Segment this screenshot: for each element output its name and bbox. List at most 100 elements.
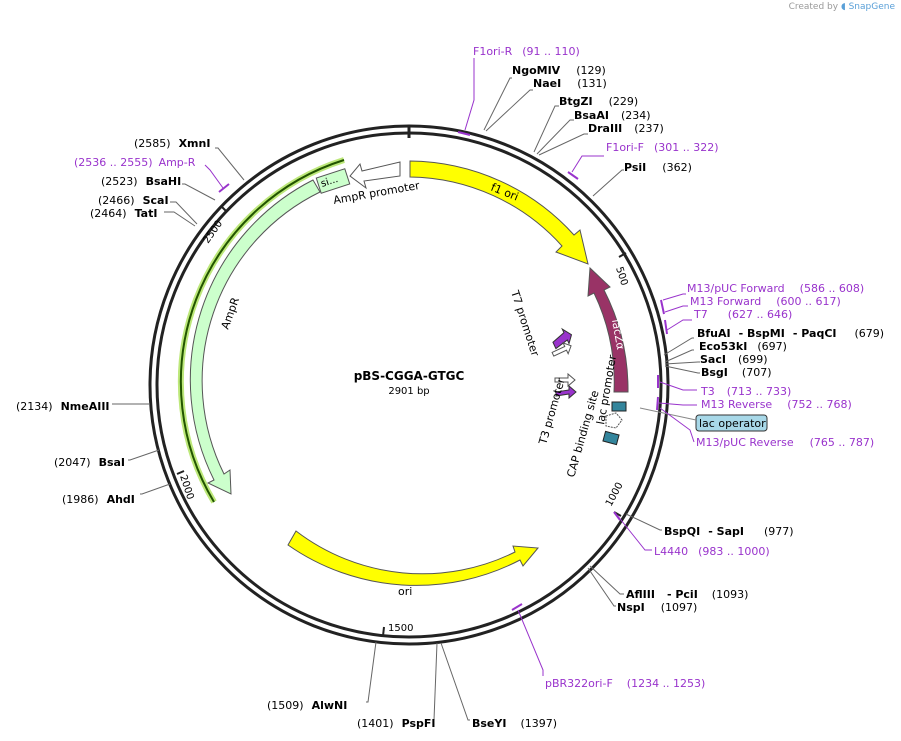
lac-promoter-small-arrow[interactable] — [605, 412, 623, 429]
leader-draiii — [538, 133, 588, 156]
tick-mark-1500 — [382, 626, 385, 637]
leader-pspfi — [433, 642, 438, 721]
snapgene-logo: ◖ — [840, 2, 846, 12]
enzyme-psii[interactable]: PsiI(362) — [624, 161, 692, 174]
enzyme-ngomiv[interactable]: NgoMIV(129) — [512, 64, 606, 77]
tick-label-500: 500 — [613, 266, 629, 288]
primer-t3[interactable]: T3(713 .. 733) — [700, 385, 791, 398]
leader-bsgi — [664, 365, 700, 374]
backbone-inner-ring — [155, 131, 663, 639]
primer-amp-r[interactable]: (2536 .. 2555)Amp-R — [74, 156, 196, 169]
leader-l4440 — [616, 514, 652, 551]
leader-m13puc-rev — [659, 407, 695, 443]
enzyme-scai[interactable]: (2466)ScaI — [98, 194, 169, 207]
enzyme-nspi[interactable]: NspI(1097) — [617, 601, 697, 614]
enzyme-draiii[interactable]: DraIII(237) — [588, 122, 664, 135]
plasmid-name: pBS-CGGA-GTGC — [354, 369, 465, 383]
enzyme-bspqi[interactable]: BspQI- SapI(977) — [664, 525, 794, 538]
primer-m13-reverse[interactable]: M13 Reverse(752 .. 768) — [701, 398, 852, 411]
primer-mark-m13-rev — [656, 396, 659, 411]
lac-operator-callout[interactable] — [695, 414, 768, 432]
primer-l4440[interactable]: L4440(983 .. 1000) — [654, 545, 770, 558]
tick-mark-500 — [618, 252, 627, 258]
t7-promoter-arrow[interactable] — [550, 327, 575, 350]
position-ticks: 500 1000 1500 2000 2500 — [176, 205, 630, 637]
primer-t7[interactable]: T7(627 .. 646) — [693, 308, 792, 321]
enzyme-afliii[interactable]: AflIII- PciI(1093) — [626, 588, 748, 601]
enzyme-eco53ki[interactable]: Eco53kI(697) — [699, 340, 787, 353]
leader-amp-r — [204, 164, 224, 189]
primer-mark-pbr322 — [511, 603, 523, 611]
enzyme-pspfi[interactable]: (1401)PspFI — [357, 717, 435, 730]
leader-alwni — [366, 641, 377, 703]
primer-mark-amp-r — [218, 183, 230, 193]
primer-pbr322ori-f[interactable]: pBR322ori-F(1234 .. 1253) — [545, 677, 705, 690]
enzyme-ahdi[interactable]: (1986)AhdI — [62, 493, 135, 506]
tick-label-1500: 1500 — [388, 623, 413, 634]
lacZa-feature[interactable] — [587, 266, 629, 393]
enzyme-tati[interactable]: (2464)TatI — [90, 207, 157, 220]
leader-bspqi — [625, 513, 662, 531]
leader-ngomiv — [483, 77, 512, 131]
enzyme-alwni[interactable]: (1509)AlwNI — [267, 699, 347, 712]
t7-promoter-label: T7 promoter — [508, 288, 542, 358]
enzyme-saci[interactable]: SacI(699) — [700, 353, 768, 366]
primer-f1ori-f[interactable]: F1ori-F(301 .. 322) — [606, 141, 719, 154]
enzyme-leaders — [112, 77, 700, 721]
leader-pbr322 — [517, 609, 544, 676]
enzyme-bsahi[interactable]: (2523)BsaHI — [101, 175, 181, 188]
primer-mark-l4440 — [613, 511, 621, 521]
primer-mark-f1ori-f — [567, 171, 579, 180]
leader-t3 — [659, 381, 697, 391]
leader-bfuai — [663, 337, 694, 356]
ori-feature[interactable] — [287, 530, 540, 586]
ampR-feature[interactable] — [189, 179, 321, 495]
snapgene-credit: Created by ◖ SnapGene — [789, 2, 895, 12]
lac-operator-box[interactable] — [611, 401, 627, 412]
cap-binding-label: CAP binding site — [564, 389, 601, 479]
leader-bsahi — [182, 183, 216, 201]
tick-label-1000: 1000 — [604, 481, 626, 509]
enzyme-bsgi[interactable]: BsgI(707) — [701, 366, 772, 379]
primer-mark-t7 — [664, 319, 668, 335]
primer-mark-f1ori-r — [457, 131, 471, 136]
leader-tati — [164, 211, 196, 227]
enzyme-nmeaiii[interactable]: (2134)NmeAIII — [16, 400, 110, 413]
primer-mark-m13-fwd — [660, 299, 665, 315]
enzyme-bsai[interactable]: (2047)BsaI — [54, 456, 125, 469]
tick-mark-2500 — [220, 205, 228, 213]
enzyme-naei[interactable]: NaeI(131) — [533, 77, 607, 90]
enzyme-xmni[interactable]: (2585)XmnI — [134, 137, 210, 150]
tick-mark-2000 — [176, 470, 185, 475]
leader-scai — [170, 201, 198, 225]
leader-afliii — [589, 565, 624, 595]
ampR-label: AmpR — [219, 295, 243, 331]
primer-f1ori-r[interactable]: F1ori-R(91 .. 110) — [473, 45, 580, 58]
primer-m13puc-forward[interactable]: M13/pUC Forward(586 .. 608) — [687, 282, 864, 295]
leader-psii — [592, 169, 624, 197]
enzyme-bfuai[interactable]: BfuAI- BspMI- PaqCI(679) — [697, 327, 884, 340]
leader-saci — [664, 361, 700, 365]
f1-ori-feature[interactable] — [409, 160, 589, 265]
credit-logo-text: SnapGene — [848, 2, 895, 12]
leader-bsai — [128, 449, 160, 461]
enzyme-labels: NgoMIV(129) NaeI(131) BtgZI(229) BsaAI(2… — [16, 64, 884, 730]
lac-promoter-arrow[interactable] — [554, 372, 576, 388]
enzyme-bseyi[interactable]: BseYI(1397) — [472, 717, 557, 730]
leader-naei — [485, 89, 533, 132]
leader-m13-rev — [658, 402, 697, 406]
t7-lac-promoter-arrow[interactable] — [550, 340, 573, 359]
enzyme-btgzi[interactable]: BtgZI(229) — [559, 95, 638, 108]
primer-m13puc-reverse[interactable]: M13/pUC Reverse(765 .. 787) — [696, 436, 874, 449]
enzyme-bsaai[interactable]: BsaAI(234) — [574, 109, 651, 122]
leader-xmni — [215, 147, 245, 181]
primer-m13-forward[interactable]: M13 Forward(600 .. 617) — [690, 295, 841, 308]
primer-leaders — [204, 58, 697, 676]
ampR-signal-feature[interactable] — [315, 168, 351, 194]
ampR-promoter-feature[interactable] — [349, 161, 401, 190]
ampR-signal-label: si... — [320, 174, 340, 190]
cap-binding-box[interactable] — [602, 430, 620, 446]
t3-promoter-arrow[interactable] — [555, 384, 577, 400]
lac-operator-label: lac operator — [699, 417, 766, 430]
